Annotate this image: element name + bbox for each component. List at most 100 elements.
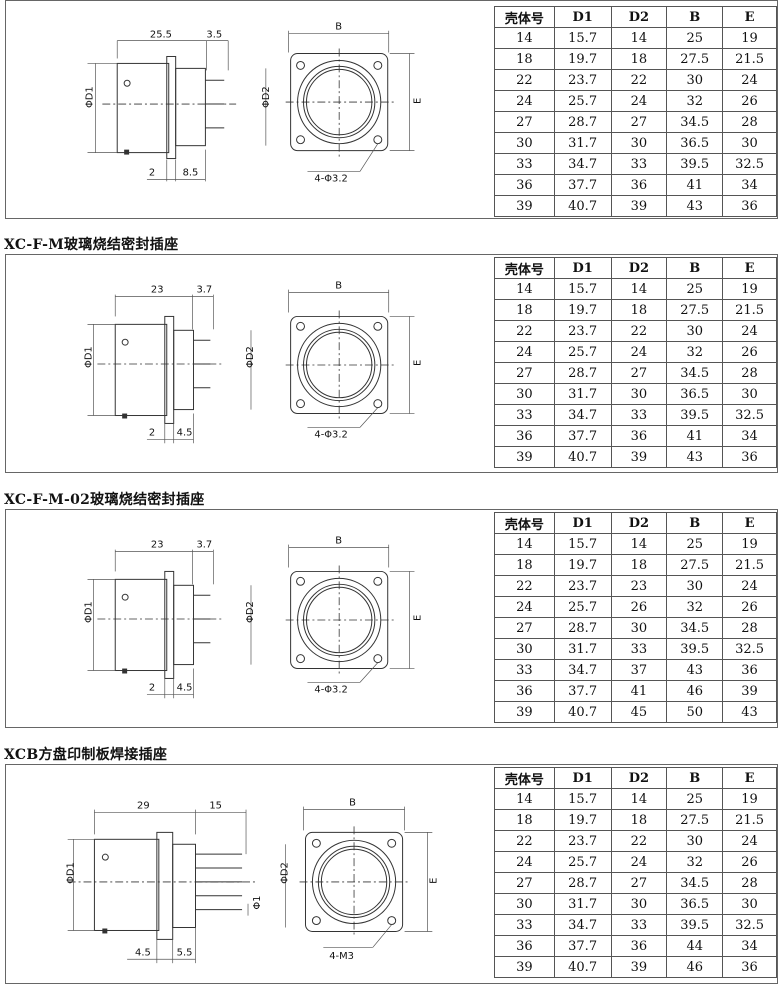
cell: 22 — [494, 575, 555, 597]
dim-e: E — [412, 98, 423, 104]
cell: 43 — [722, 701, 777, 723]
cell: 18 — [494, 48, 555, 70]
cell: 22 — [610, 69, 668, 91]
cell: 41 — [610, 680, 668, 702]
cell: 19 — [722, 788, 777, 810]
cell: 14 — [610, 27, 668, 49]
header-shell: 壳体号 — [494, 257, 555, 279]
cell: 28 — [722, 617, 777, 639]
cell: 40.7 — [553, 195, 612, 217]
cell: 40.7 — [553, 956, 612, 978]
cell: 21.5 — [722, 809, 777, 831]
cell: 23.7 — [553, 69, 612, 91]
cell: 25 — [666, 788, 724, 810]
cell: 36 — [610, 425, 668, 447]
header-shell: 壳体号 — [494, 512, 555, 534]
cell: 39 — [610, 446, 668, 468]
dim-d2: ΦD2 — [245, 601, 256, 623]
cell: 19.7 — [553, 299, 612, 321]
header-b: B — [666, 257, 724, 279]
cell: 36 — [494, 935, 555, 957]
cell: 27 — [494, 111, 555, 133]
table-header-row: 壳体号 D1 D2 B E — [494, 767, 777, 789]
cell: 19 — [722, 278, 777, 300]
cell: 24 — [494, 90, 555, 112]
dim-d1: ΦD1 — [66, 862, 77, 884]
cell: 36 — [494, 425, 555, 447]
cell: 28 — [722, 872, 777, 894]
connector-drawing-1: 25.5 3.5 ΦD1 ΦD2 2 8.5 — [84, 22, 423, 185]
connector-drawing-3: 23 3.7 ΦD1 ΦD2 2 4.5 B — [83, 536, 423, 699]
dim-flange: 2 — [149, 167, 155, 178]
dim-pin: 15 — [209, 801, 222, 812]
header-b: B — [666, 767, 724, 789]
dim-pin: 3.5 — [206, 30, 222, 41]
section-1-panel: 25.5 3.5 ΦD1 ΦD2 2 8.5 — [5, 0, 778, 219]
header-shell: 壳体号 — [494, 767, 555, 789]
cell: 39 — [494, 446, 555, 468]
section-4-panel: 29 15 ΦD1 ΦD2 Φ1 4.5 5.5 — [5, 764, 778, 984]
cell: 24 — [722, 320, 777, 342]
cell: 39.5 — [666, 638, 724, 660]
section-2-title: XC-F-M玻璃烧结密封插座 — [4, 237, 179, 253]
cell: 39.5 — [666, 404, 724, 426]
cell: 43 — [666, 446, 724, 468]
cell: 25 — [666, 533, 724, 555]
section-1-drawing: 25.5 3.5 ΦD1 ΦD2 2 8.5 — [6, 1, 493, 218]
cell: 32.5 — [722, 153, 777, 175]
cell: 34.5 — [666, 872, 724, 894]
cell: 22 — [494, 320, 555, 342]
header-e: E — [722, 512, 777, 534]
cell: 24 — [722, 575, 777, 597]
cell: 19 — [722, 27, 777, 49]
cell: 34.5 — [666, 111, 724, 133]
cell: 27 — [610, 111, 668, 133]
cell: 14 — [494, 27, 555, 49]
dim-holes: 4-M3 — [329, 951, 354, 962]
cell: 34 — [722, 935, 777, 957]
cell: 22 — [494, 830, 555, 852]
cell: 15.7 — [553, 278, 612, 300]
dim-b: B — [335, 281, 342, 292]
dim-length: 23 — [151, 540, 164, 551]
cell: 32.5 — [722, 914, 777, 936]
header-d2: D2 — [610, 512, 668, 534]
cell: 19.7 — [553, 809, 612, 831]
header-d2: D2 — [610, 767, 668, 789]
cell: 39 — [494, 195, 555, 217]
cell: 30 — [494, 132, 555, 154]
dim-e: E — [412, 615, 423, 621]
cell: 46 — [666, 956, 724, 978]
cell: 32 — [666, 90, 724, 112]
cell: 28.7 — [553, 872, 612, 894]
cell: 27 — [494, 617, 555, 639]
cell: 15.7 — [553, 533, 612, 555]
cell: 43 — [666, 659, 724, 681]
cell: 28.7 — [553, 362, 612, 384]
cell: 32.5 — [722, 404, 777, 426]
cell: 34.5 — [666, 362, 724, 384]
table-header-row: 壳体号 D1 D2 B E — [494, 512, 777, 534]
table-header-row: 壳体号 D1 D2 B E — [494, 257, 777, 279]
cell: 37.7 — [553, 935, 612, 957]
cell: 23 — [610, 575, 668, 597]
dim-pin: 3.7 — [196, 540, 212, 551]
header-e: E — [722, 257, 777, 279]
cell: 37 — [610, 659, 668, 681]
dim-d2: ΦD2 — [261, 86, 272, 108]
section-2-panel: 23 3.7 ΦD1 ΦD2 2 4.5 B — [5, 254, 778, 473]
cell: 36 — [722, 956, 777, 978]
cell: 14 — [494, 788, 555, 810]
cell: 30 — [494, 383, 555, 405]
header-d2: D2 — [610, 257, 668, 279]
cell: 39 — [610, 195, 668, 217]
